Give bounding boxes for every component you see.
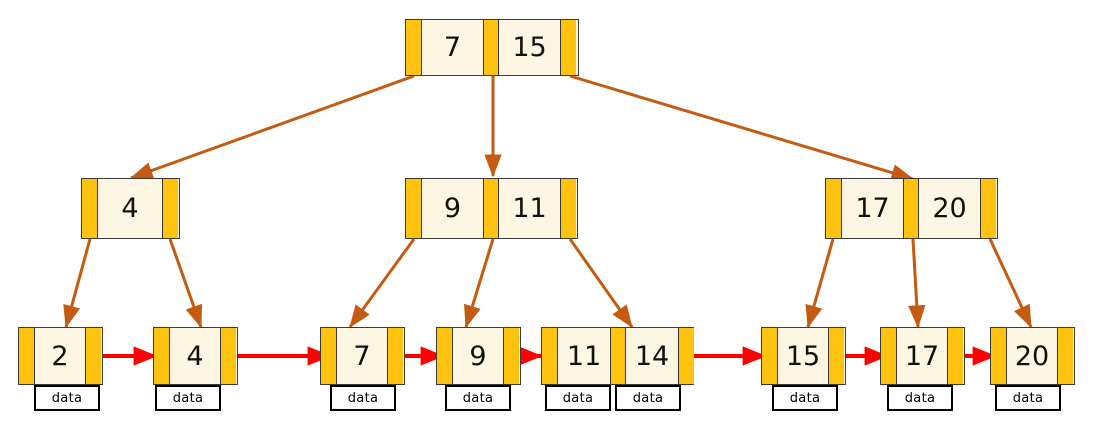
leaf-11-14-key-0: 11 [558, 328, 610, 384]
leaf-20-pointer-left[interactable] [991, 328, 1007, 384]
edge-internal-right-to-leaf-17 [908, 238, 926, 329]
leaf-node-15[interactable]: 15 [761, 327, 846, 385]
leaf-11-14-pointer-middle[interactable] [610, 328, 626, 384]
internal-left-pointer-1[interactable] [162, 179, 178, 238]
leaf-11-14-data-1: data [615, 385, 681, 411]
leaf-2-pointer-left[interactable] [19, 328, 35, 384]
root-pointer-0[interactable] [406, 20, 422, 75]
leaf-11-14-key-1: 14 [626, 328, 678, 384]
leaf-node-11-14[interactable]: 11 14 [541, 327, 694, 385]
leaf-20-pointer-right[interactable] [1057, 328, 1073, 384]
internal-left-pointer-0[interactable] [82, 179, 98, 238]
leaf-4-key-0: 4 [170, 328, 220, 384]
leaf-17-key-0: 17 [897, 328, 947, 384]
leaf-node-4[interactable]: 4 [153, 327, 238, 385]
edge-internal-middle-to-leaf-9 [464, 238, 495, 329]
leaf-9-data-0: data [445, 385, 511, 411]
leaf-7-pointer-left[interactable] [321, 328, 337, 384]
leaf-node-20[interactable]: 20 [990, 327, 1075, 385]
internal-middle-pointer-1[interactable] [483, 179, 499, 238]
internal-right-key-0: 17 [842, 179, 903, 238]
leaf-15-data-0: data [772, 385, 838, 411]
internal-middle-pointer-2[interactable] [560, 179, 576, 238]
edge-internal-right-to-leaf-20 [988, 238, 1033, 329]
leaf-4-pointer-right[interactable] [220, 328, 236, 384]
leaf-7-key-0: 7 [337, 328, 387, 384]
leaf-node-7[interactable]: 7 [320, 327, 405, 385]
leaf-4-pointer-left[interactable] [154, 328, 170, 384]
leaf-2-data-0: data [34, 385, 100, 411]
internal-left-key-0: 4 [98, 179, 162, 238]
edge-internal-left-to-leaf-4 [168, 238, 203, 329]
leaf-9-pointer-left[interactable] [437, 328, 453, 384]
leaf-20-data-0: data [995, 385, 1061, 411]
leaf-node-9[interactable]: 9 [436, 327, 521, 385]
leaf-17-data-0: data [887, 385, 953, 411]
leaf-9-pointer-right[interactable] [503, 328, 519, 384]
edge-root-to-internal-left [129, 74, 415, 180]
edge-internal-right-to-leaf-15 [805, 238, 835, 329]
internal-right-pointer-2[interactable] [980, 179, 996, 238]
internal-right-key-1: 20 [919, 179, 980, 238]
internal-node-middle[interactable]: 9 11 [405, 178, 578, 239]
internal-middle-pointer-0[interactable] [406, 179, 422, 238]
internal-right-pointer-1[interactable] [903, 179, 919, 238]
internal-middle-key-1: 11 [499, 179, 560, 238]
leaf-2-pointer-right[interactable] [85, 328, 101, 384]
leaf-20-key-0: 20 [1007, 328, 1057, 384]
root-node[interactable]: 7 15 [405, 19, 579, 76]
internal-middle-key-0: 9 [422, 179, 483, 238]
edge-root-to-internal-right [569, 74, 915, 182]
leaf-11-14-pointer-left[interactable] [542, 328, 558, 384]
leaf-4-data-0: data [155, 385, 221, 411]
edge-internal-left-to-leaf-2 [63, 238, 92, 329]
leaf-15-pointer-right[interactable] [828, 328, 844, 384]
edge-internal-middle-to-leaf-11-14 [568, 238, 634, 328]
leaf-node-2[interactable]: 2 [18, 327, 103, 385]
leaf-2-key-0: 2 [35, 328, 85, 384]
leaf-15-pointer-left[interactable] [762, 328, 778, 384]
leaf-17-pointer-right[interactable] [947, 328, 963, 384]
edge-internal-middle-to-leaf-7 [348, 238, 416, 328]
leaf-11-14-pointer-right[interactable] [678, 328, 694, 384]
internal-right-pointer-0[interactable] [826, 179, 842, 238]
leaf-7-pointer-right[interactable] [387, 328, 403, 384]
leaf-node-17[interactable]: 17 [880, 327, 965, 385]
root-key-0: 7 [422, 20, 483, 75]
leaf-7-data-0: data [330, 385, 396, 411]
leaf-11-14-data-0: data [545, 385, 611, 411]
leaf-15-key-0: 15 [778, 328, 828, 384]
internal-node-right[interactable]: 17 20 [825, 178, 998, 239]
root-pointer-1[interactable] [483, 20, 499, 75]
leaf-17-pointer-left[interactable] [881, 328, 897, 384]
root-pointer-2[interactable] [560, 20, 576, 75]
root-key-1: 15 [499, 20, 560, 75]
internal-node-left[interactable]: 4 [81, 178, 180, 239]
leaf-9-key-0: 9 [453, 328, 503, 384]
